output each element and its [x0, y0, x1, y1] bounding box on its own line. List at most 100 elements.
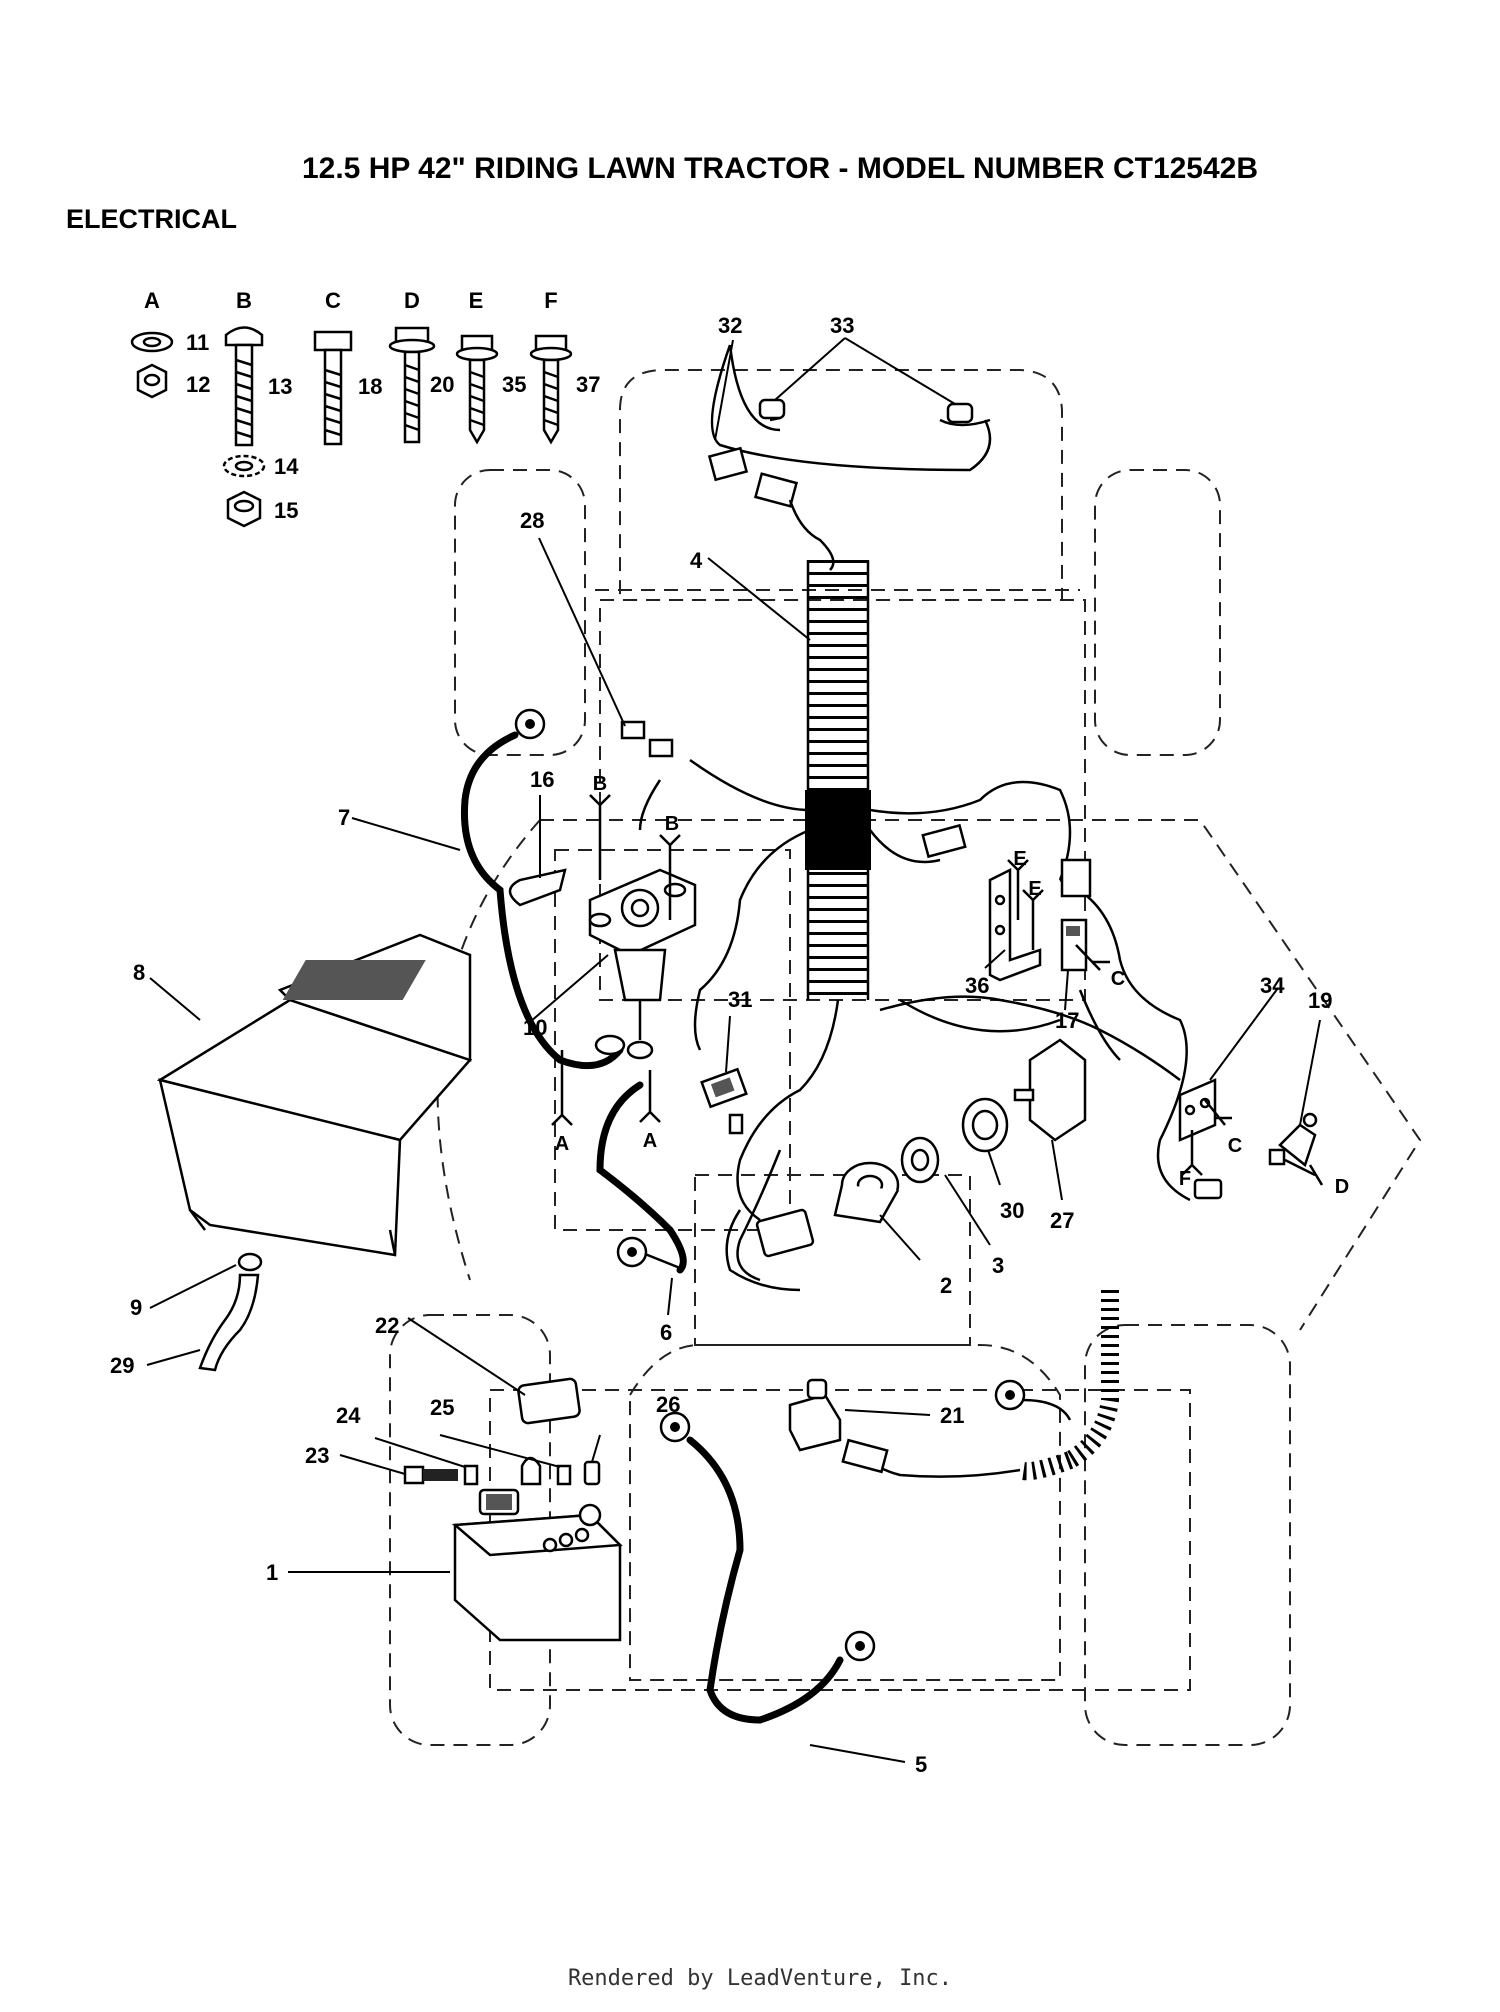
battery — [451, 1488, 623, 1642]
ref-marker-f: F — [1179, 1130, 1203, 1190]
harness-conduit — [805, 560, 871, 1000]
callout-29: 29 — [110, 1353, 134, 1378]
hardware-reference-markers: B B A A E E C C — [551, 773, 1349, 1198]
ref-marker-a1: A — [551, 1050, 573, 1155]
callout-9: 9 — [130, 1295, 142, 1320]
ref-marker-c2: C — [1204, 1099, 1242, 1157]
ignition-switch — [833, 1161, 900, 1224]
callout-6: 6 — [660, 1320, 672, 1345]
nut-24 — [463, 1464, 479, 1486]
cable-6 — [596, 1081, 687, 1274]
harness-plug-a — [707, 446, 749, 482]
regulator-27 — [1013, 1038, 1087, 1142]
hardware-key: A B C D E F — [130, 288, 573, 528]
svg-text:C: C — [1111, 968, 1125, 990]
ref-marker-e2: E — [1022, 878, 1044, 950]
terminal-cover-26 — [583, 1460, 601, 1486]
callout-7: 7 — [338, 805, 350, 830]
svg-text:E: E — [1013, 848, 1026, 870]
callout-numbers: 1 2 3 4 5 6 7 8 9 10 11 12 13 14 15 16 1… — [110, 313, 1332, 1777]
bracket-34 — [1178, 1078, 1217, 1142]
connector-top — [921, 823, 967, 859]
footer-credit: Rendered by LeadVenture, Inc. — [568, 1966, 952, 1991]
callout-34: 34 — [1260, 973, 1285, 998]
relay-module — [755, 1208, 815, 1258]
connector-plug — [1060, 858, 1092, 898]
hardware-letter-b: B — [236, 288, 252, 313]
hex-bolt-icon — [313, 330, 353, 446]
callout-36: 36 — [965, 973, 989, 998]
hardware-letter-d: D — [404, 288, 420, 313]
svg-text:D: D — [1335, 1176, 1349, 1198]
switch-31 — [700, 1067, 748, 1135]
cable-7 — [460, 708, 626, 1070]
svg-text:A: A — [643, 1130, 657, 1152]
callout-22: 22 — [375, 1313, 399, 1338]
svg-text:B: B — [665, 813, 679, 835]
callout-30: 30 — [1000, 1198, 1024, 1223]
flange-screw-icon — [388, 326, 436, 444]
carriage-bolt-icon — [224, 326, 264, 447]
callout-15: 15 — [274, 498, 298, 523]
long-screw-icon — [529, 334, 573, 445]
switch-21 — [788, 1378, 889, 1474]
callout-2: 2 — [940, 1273, 952, 1298]
hardware-letter-f: F — [544, 288, 557, 313]
seat-switch-19 — [1268, 1112, 1318, 1168]
callout-18: 18 — [358, 374, 382, 399]
callout-13: 13 — [268, 374, 292, 399]
callout-35: 35 — [502, 372, 526, 397]
headlight-bulb-right — [946, 402, 974, 424]
ref-marker-c1: C — [1075, 944, 1125, 990]
callout-26: 26 — [656, 1392, 680, 1417]
ref-marker-e1: E — [1007, 848, 1029, 920]
battery-box — [156, 933, 473, 1257]
leader-lines — [146, 337, 1321, 1763]
callout-11: 11 — [186, 330, 209, 355]
callout-16: 16 — [530, 767, 554, 792]
coiled-lead — [869, 1290, 1119, 1481]
cable-5 — [659, 1411, 876, 1724]
headlight-bulb-left — [758, 398, 786, 420]
svg-text:A: A — [555, 1133, 569, 1155]
callout-20: 20 — [430, 372, 454, 397]
mount-bracket-16 — [508, 868, 567, 907]
callout-19: 19 — [1308, 988, 1332, 1013]
svg-text:B: B — [593, 773, 607, 795]
callout-3: 3 — [992, 1253, 1004, 1278]
callout-8: 8 — [133, 960, 145, 985]
callout-28: 28 — [520, 508, 544, 533]
callout-24: 24 — [336, 1403, 361, 1428]
ref-marker-d: D — [1284, 1158, 1349, 1198]
battery-pad-22 — [517, 1377, 581, 1425]
hardware-letter-c: C — [325, 288, 341, 313]
terminal-bolt-23 — [403, 1465, 458, 1485]
connector-28 — [620, 720, 646, 740]
hardware-letter-a: A — [144, 288, 160, 313]
svg-text:C: C — [1228, 1135, 1242, 1157]
self-tapping-screw-icon — [455, 334, 499, 445]
callout-25: 25 — [430, 1395, 454, 1420]
headlight-harness — [707, 344, 992, 571]
callout-31: 31 — [728, 987, 752, 1012]
hardware-letter-e: E — [469, 288, 484, 313]
section-heading: ELECTRICAL — [66, 204, 237, 234]
callout-21: 21 — [940, 1403, 964, 1428]
tractor-outline — [389, 369, 1422, 1746]
wiring-harness — [638, 758, 1191, 1292]
connector-28b — [648, 738, 674, 758]
starter-solenoid — [588, 868, 697, 1060]
callout-27: 27 — [1050, 1208, 1074, 1233]
ref-marker-b2: B — [659, 813, 681, 920]
callout-5: 5 — [915, 1752, 927, 1777]
callout-23: 23 — [305, 1443, 329, 1468]
callout-37: 37 — [576, 372, 600, 397]
callout-4: 4 — [690, 548, 703, 573]
callout-12: 12 — [186, 372, 210, 397]
callout-33: 33 — [830, 313, 854, 338]
drain-hose — [198, 1252, 263, 1372]
connector-seat — [1193, 1178, 1223, 1200]
callout-17: 17 — [1055, 1008, 1079, 1033]
ref-marker-b1: B — [589, 773, 611, 880]
